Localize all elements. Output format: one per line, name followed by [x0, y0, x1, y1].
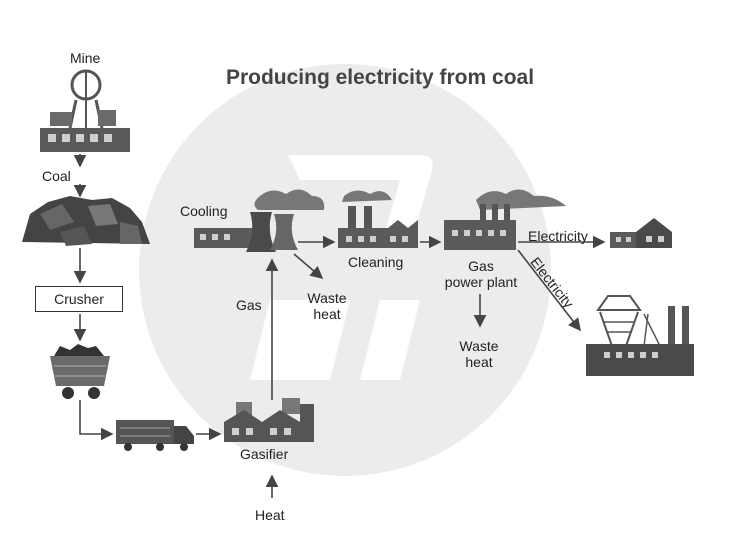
- crusher-box: Crusher: [35, 286, 123, 312]
- gasifier-building-icon: [224, 398, 314, 442]
- flow-arrows: [73, 154, 606, 498]
- coal-label: Coal: [42, 168, 71, 184]
- mine-cart-icon: [50, 344, 110, 399]
- waste-heat-cooling-label: Waste heat: [307, 290, 347, 322]
- gasifier-label: Gasifier: [240, 446, 289, 462]
- mine-icon: [40, 69, 130, 152]
- cooling-towers-icon: [194, 189, 325, 252]
- electricity-house-label: Electricity: [528, 228, 588, 244]
- gas-label: Gas: [236, 297, 262, 313]
- truck-icon: [116, 420, 194, 451]
- cooling-label: Cooling: [180, 203, 228, 219]
- coal-pile-icon: [22, 196, 150, 246]
- gas-power-plant-icon: [444, 189, 566, 250]
- waste-heat-plant-label: Waste heat: [459, 338, 499, 370]
- cleaning-factory-icon: [338, 190, 418, 248]
- cleaning-label: Cleaning: [348, 254, 404, 270]
- house-icon: [610, 218, 672, 248]
- heat-label: Heat: [255, 507, 285, 523]
- factory-icon: [586, 295, 694, 376]
- mine-label: Mine: [70, 50, 101, 66]
- diagram-title: Producing electricity from coal: [225, 66, 535, 89]
- gas-power-plant-label: Gas power plant: [444, 258, 518, 290]
